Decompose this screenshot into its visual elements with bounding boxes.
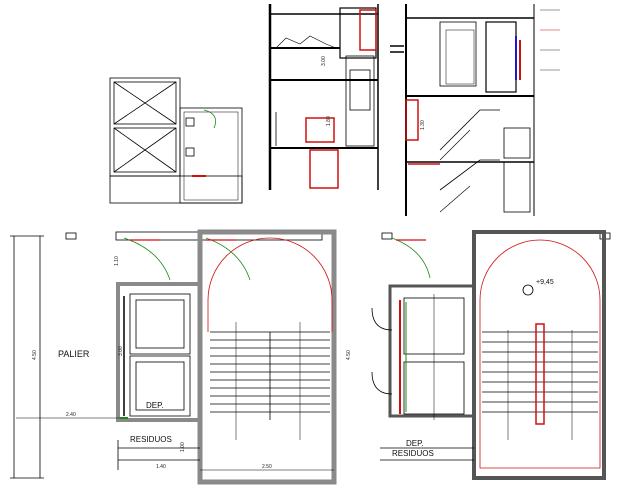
section-b xyxy=(405,4,560,216)
section-b-height: 1.30 xyxy=(420,120,426,130)
residuos-label-left: RESIDUOS xyxy=(130,435,172,444)
left-width-dim: 2.40 xyxy=(66,412,76,418)
small-dim-1: 1.10 xyxy=(114,256,120,266)
roof-plan xyxy=(109,77,243,204)
plan-left xyxy=(10,229,337,485)
palier-label: PALIER xyxy=(58,349,90,359)
section-a xyxy=(268,4,404,190)
lift-height-dim: 3.00 xyxy=(118,346,124,356)
small-dim-2: 1.00 xyxy=(180,442,186,452)
section-a-height-2: 1.80 xyxy=(326,116,332,126)
corridor-dim: 1.40 xyxy=(156,464,166,470)
plan-right xyxy=(371,230,611,480)
dep-label-left: DEP. xyxy=(146,401,164,410)
level-mark: +9,45 xyxy=(536,279,554,286)
dep-label-right: DEP. xyxy=(406,439,424,448)
left-height-dim: 4.50 xyxy=(32,350,38,360)
right-height-dim: 4.50 xyxy=(346,350,352,360)
section-a-height-1: 3.00 xyxy=(321,56,327,66)
residuos-label-right: RESIDUOS xyxy=(392,449,434,458)
stair-width-dim: 2.50 xyxy=(262,464,272,470)
